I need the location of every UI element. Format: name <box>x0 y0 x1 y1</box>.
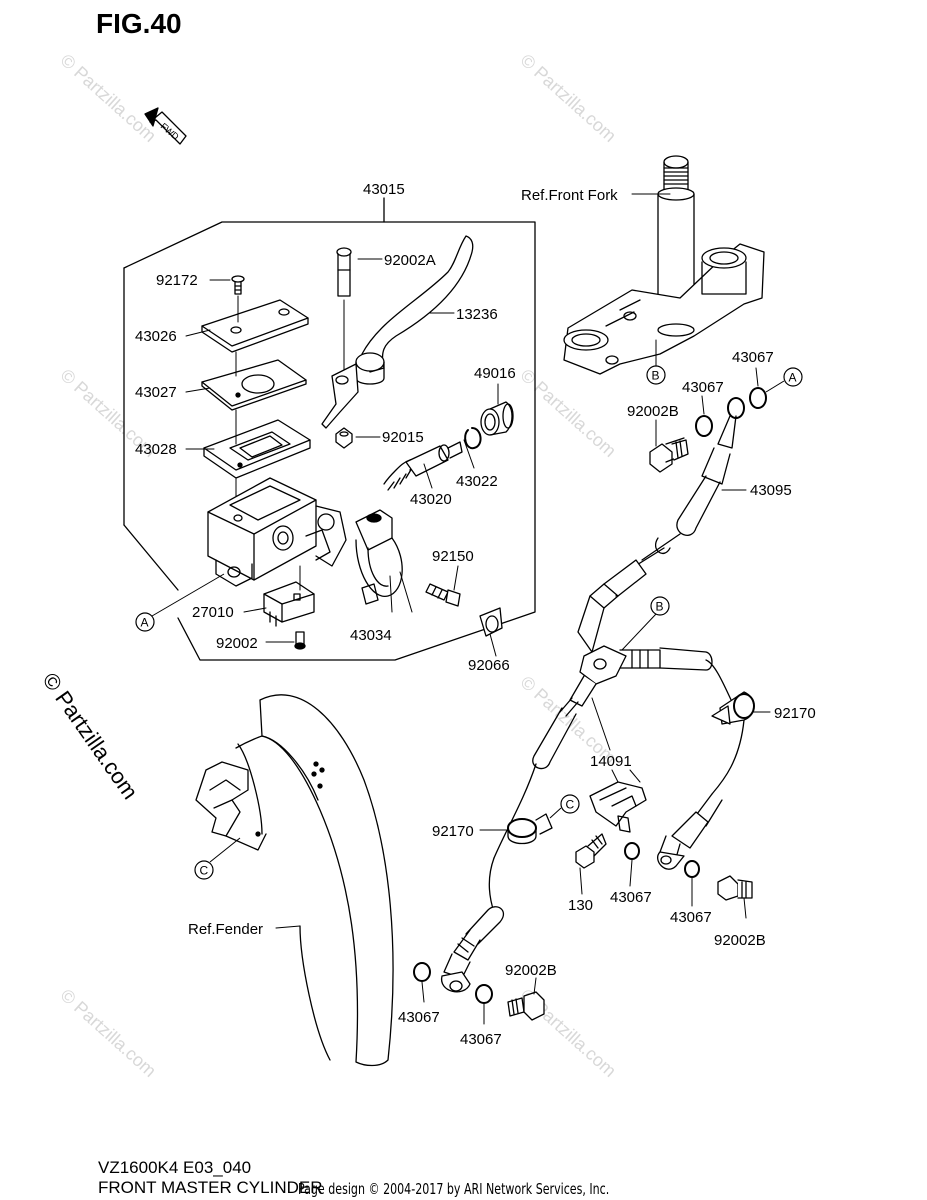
footer-diagram-name: FRONT MASTER CYLINDER <box>98 1178 323 1197</box>
callout-14091: 14091 <box>590 753 632 770</box>
boot-49016 <box>480 383 514 436</box>
callout-13236: 13236 <box>456 306 498 323</box>
clip-14091 <box>589 769 647 833</box>
callout-92172: 92172 <box>156 272 198 289</box>
callout-49016: 49016 <box>474 365 516 382</box>
piston-43020 <box>383 441 463 491</box>
marker-A: A <box>765 367 803 393</box>
marker-C: C <box>549 794 580 819</box>
callout-92002B: 92002B <box>505 962 557 979</box>
front-fork-triple-clamp <box>563 155 765 375</box>
washer-43067 <box>413 962 431 982</box>
callout-43067: 43067 <box>682 379 724 396</box>
brake-hose-lower-left <box>441 857 505 993</box>
svg-text:A: A <box>141 616 149 630</box>
callout-43026: 43026 <box>135 328 177 345</box>
callout-92066: 92066 <box>468 657 510 674</box>
brake-hose-14091 <box>493 645 755 859</box>
bolt-130 <box>575 833 607 869</box>
callout-43067: 43067 <box>610 889 652 906</box>
banjo-bolt-92002B <box>649 419 689 473</box>
switch-27010 <box>263 565 315 627</box>
marker-B: B <box>621 596 670 651</box>
callout-43020: 43020 <box>410 491 452 508</box>
pivot-bolt-92002A <box>336 247 352 373</box>
banjo-bolt-92002B <box>507 977 545 1021</box>
callout-43022: 43022 <box>456 473 498 490</box>
marker-B: B <box>646 365 666 385</box>
cap-92066 <box>479 607 503 637</box>
footer-model-code: VZ1600K4 E03_040 <box>98 1158 252 1177</box>
hose-clamp-92170 <box>507 813 553 845</box>
washer-43067 <box>749 387 767 409</box>
callout-ref-front-fork: Ref.Front Fork <box>521 187 618 204</box>
nut-92015 <box>335 427 353 449</box>
clamp-43034 <box>355 509 413 613</box>
callout-43067: 43067 <box>460 1031 502 1048</box>
svg-text:C: C <box>200 864 209 878</box>
plate-43027 <box>201 359 307 411</box>
diaphragm-43028 <box>203 419 311 479</box>
brake-hose-43095 <box>577 397 747 653</box>
washer-43067 <box>475 984 493 1004</box>
screw-92002 <box>294 631 306 650</box>
svg-text:B: B <box>656 600 664 614</box>
bolt-92150 <box>425 583 461 607</box>
callout-43028: 43028 <box>135 441 177 458</box>
callout-43095: 43095 <box>750 482 792 499</box>
callout-92002B: 92002B <box>714 932 766 949</box>
callout-130: 130 <box>568 897 593 914</box>
marker-A: A <box>135 573 225 632</box>
svg-text:A: A <box>789 371 797 385</box>
washer-43067 <box>695 415 713 437</box>
brake-hose-lower-right <box>657 793 723 870</box>
callout-ref-fender: Ref.Fender <box>188 921 263 938</box>
svg-text:B: B <box>652 369 660 383</box>
washer-43067 <box>624 842 640 860</box>
banjo-bolt-92002B <box>717 875 753 919</box>
callout-43067: 43067 <box>398 1009 440 1026</box>
svg-text:C: C <box>566 798 575 812</box>
marker-C: C <box>194 837 241 880</box>
callout-92002B: 92002B <box>627 403 679 420</box>
callout-92015: 92015 <box>382 429 424 446</box>
callout-43027: 43027 <box>135 384 177 401</box>
footer-copyright: Page design © 2004-2017 by ARI Network S… <box>298 1180 610 1198</box>
callout-92150: 92150 <box>432 548 474 565</box>
callout-43067: 43067 <box>670 909 712 926</box>
callout-92170: 92170 <box>774 705 816 722</box>
callout-27010: 27010 <box>192 604 234 621</box>
callout-92002: 92002 <box>216 635 258 652</box>
figure-title: FIG.40 <box>96 8 182 39</box>
callout-92170: 92170 <box>432 823 474 840</box>
washer-43067 <box>684 860 700 878</box>
fender <box>195 694 394 1067</box>
callout-43015: 43015 <box>363 181 405 198</box>
callout-92002A: 92002A <box>384 252 436 269</box>
callout-43067: 43067 <box>732 349 774 366</box>
screw-92172 <box>231 275 245 295</box>
callout-43034: 43034 <box>350 627 392 644</box>
brake-lever-13236 <box>321 235 474 429</box>
fwd-arrow-icon: FWD <box>144 107 187 145</box>
master-cylinder-body <box>207 477 347 587</box>
reservoir-cap-43026 <box>201 299 309 353</box>
assembly-outline <box>123 221 536 661</box>
circlip-43022 <box>464 427 482 450</box>
